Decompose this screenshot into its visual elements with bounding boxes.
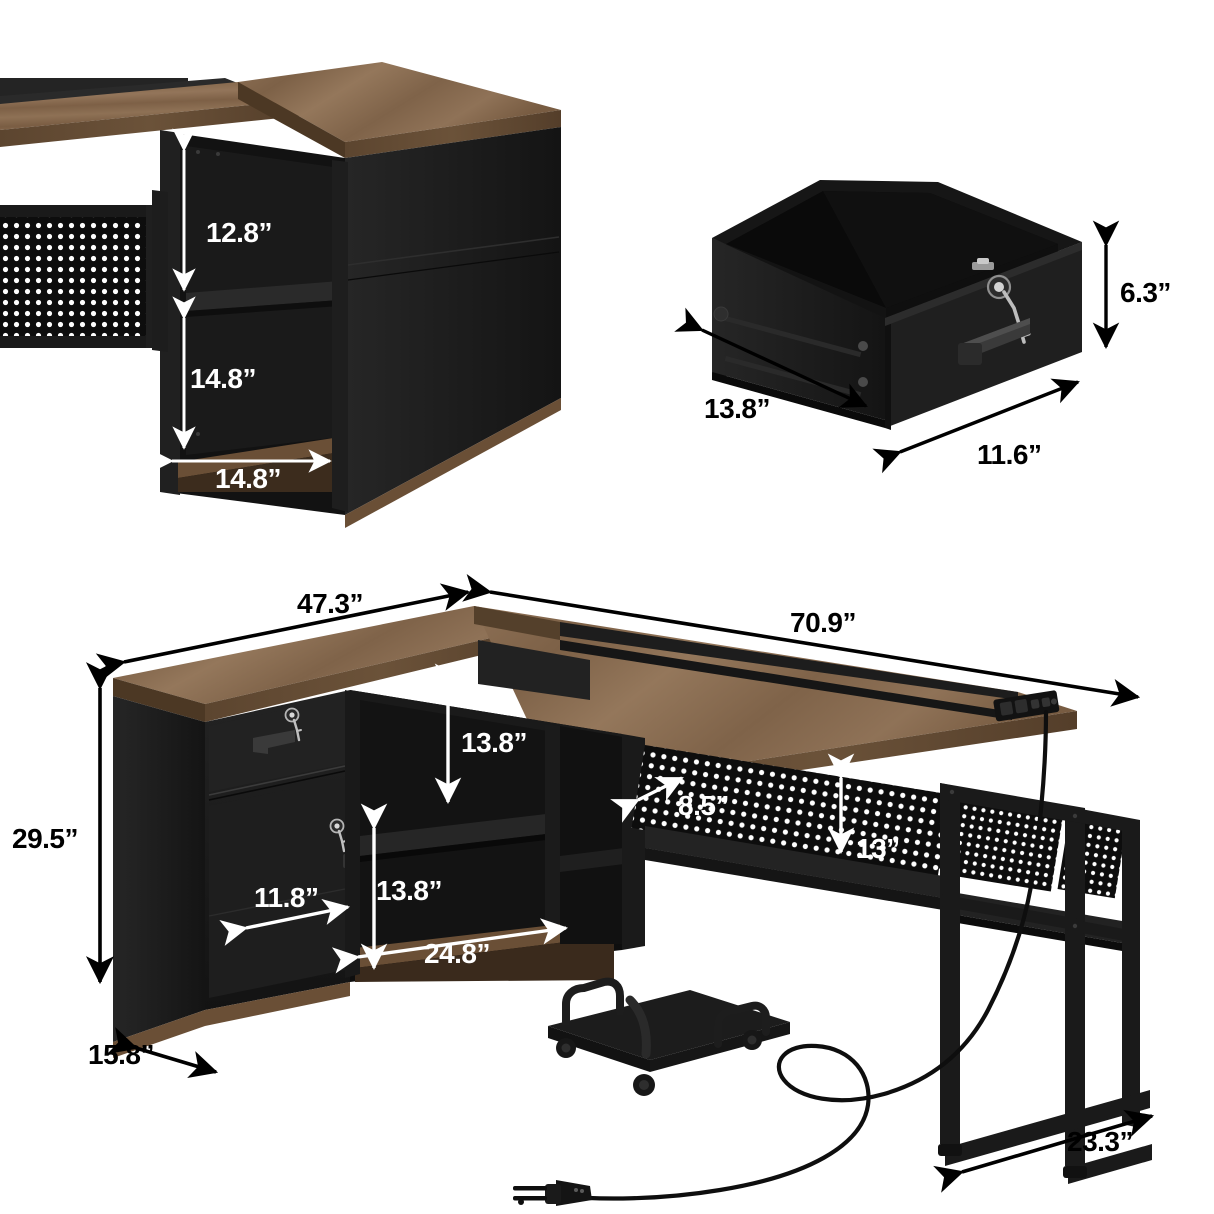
dimension-label-desk-length: 70.9” xyxy=(790,607,857,638)
dimension-label-shelf-lower-height: 14.8” xyxy=(190,363,257,394)
dimension-label-desk-depth: 23.3” xyxy=(1067,1126,1134,1157)
view-drawer-detail xyxy=(674,180,1120,474)
dimension-label-shelf-upper-height: 12.8” xyxy=(206,217,273,248)
dimension-label-drawer-height: 6.3” xyxy=(1120,277,1171,308)
dimension-label-cubby-upper-height: 13.8” xyxy=(461,727,528,758)
dimension-label-drawer-depth: 13.8” xyxy=(704,393,771,424)
dimension-label-shelf-width: 14.8” xyxy=(215,463,282,494)
dimension-label-cubby-width: 24.8” xyxy=(424,938,491,969)
view-corner-shelf-detail xyxy=(0,62,561,528)
cpu-stand xyxy=(548,977,790,1096)
dimension-label-return-length: 47.3” xyxy=(297,588,364,619)
dimension-label-drawer-width: 11.6” xyxy=(977,439,1042,470)
dimension-label-legroom-height: 13” xyxy=(856,833,900,864)
dimension-label-cabinet-width: 11.8” xyxy=(254,882,319,913)
dimension-label-cubby-lower-height: 13.8” xyxy=(376,875,443,906)
view-main-desk xyxy=(85,573,1155,1206)
dimension-label-desk-height: 29.5” xyxy=(12,823,79,854)
dimension-label-cabinet-depth: 15.8” xyxy=(88,1039,155,1070)
plug xyxy=(513,1180,592,1206)
dimension-label-shelf-clearance: 8.5” xyxy=(678,790,729,821)
